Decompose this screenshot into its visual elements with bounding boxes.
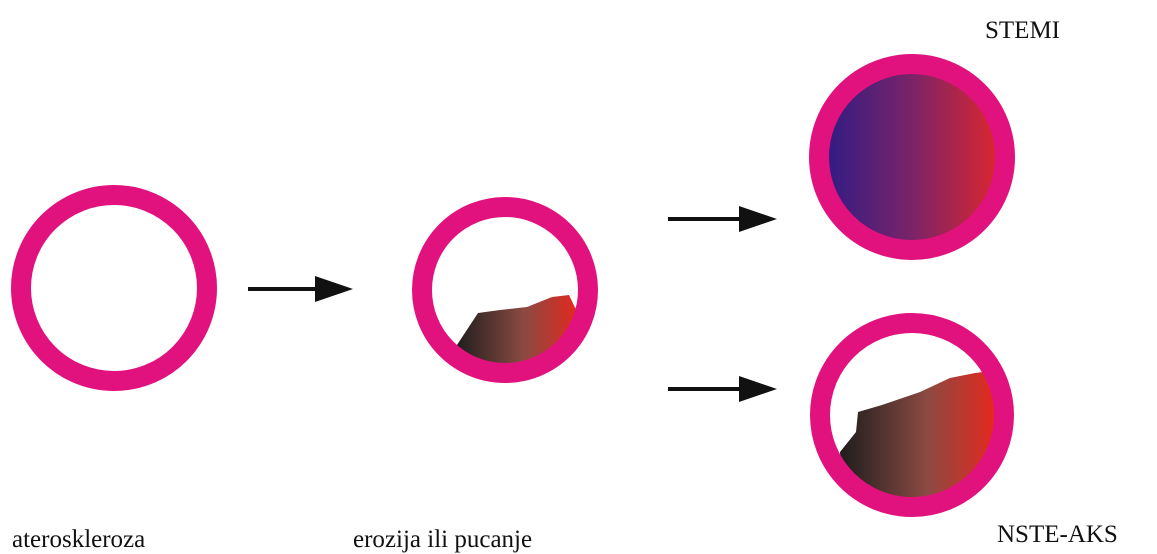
vessel-nste (820, 323, 1005, 515)
arrow-1 (248, 276, 353, 302)
vessel-stemi (819, 64, 1005, 250)
label-ateroskleroza: ateroskleroza (12, 527, 145, 552)
vessel-erosion (422, 207, 588, 384)
label-erozija-ili-pucanje: erozija ili pucanje (353, 527, 532, 552)
arrow-3 (668, 376, 777, 402)
label-stemi: STEMI (985, 18, 1060, 43)
vessel-normal (21, 195, 207, 381)
arrow-2 (668, 206, 777, 232)
label-nste-aks: NSTE-AKS (997, 522, 1118, 547)
